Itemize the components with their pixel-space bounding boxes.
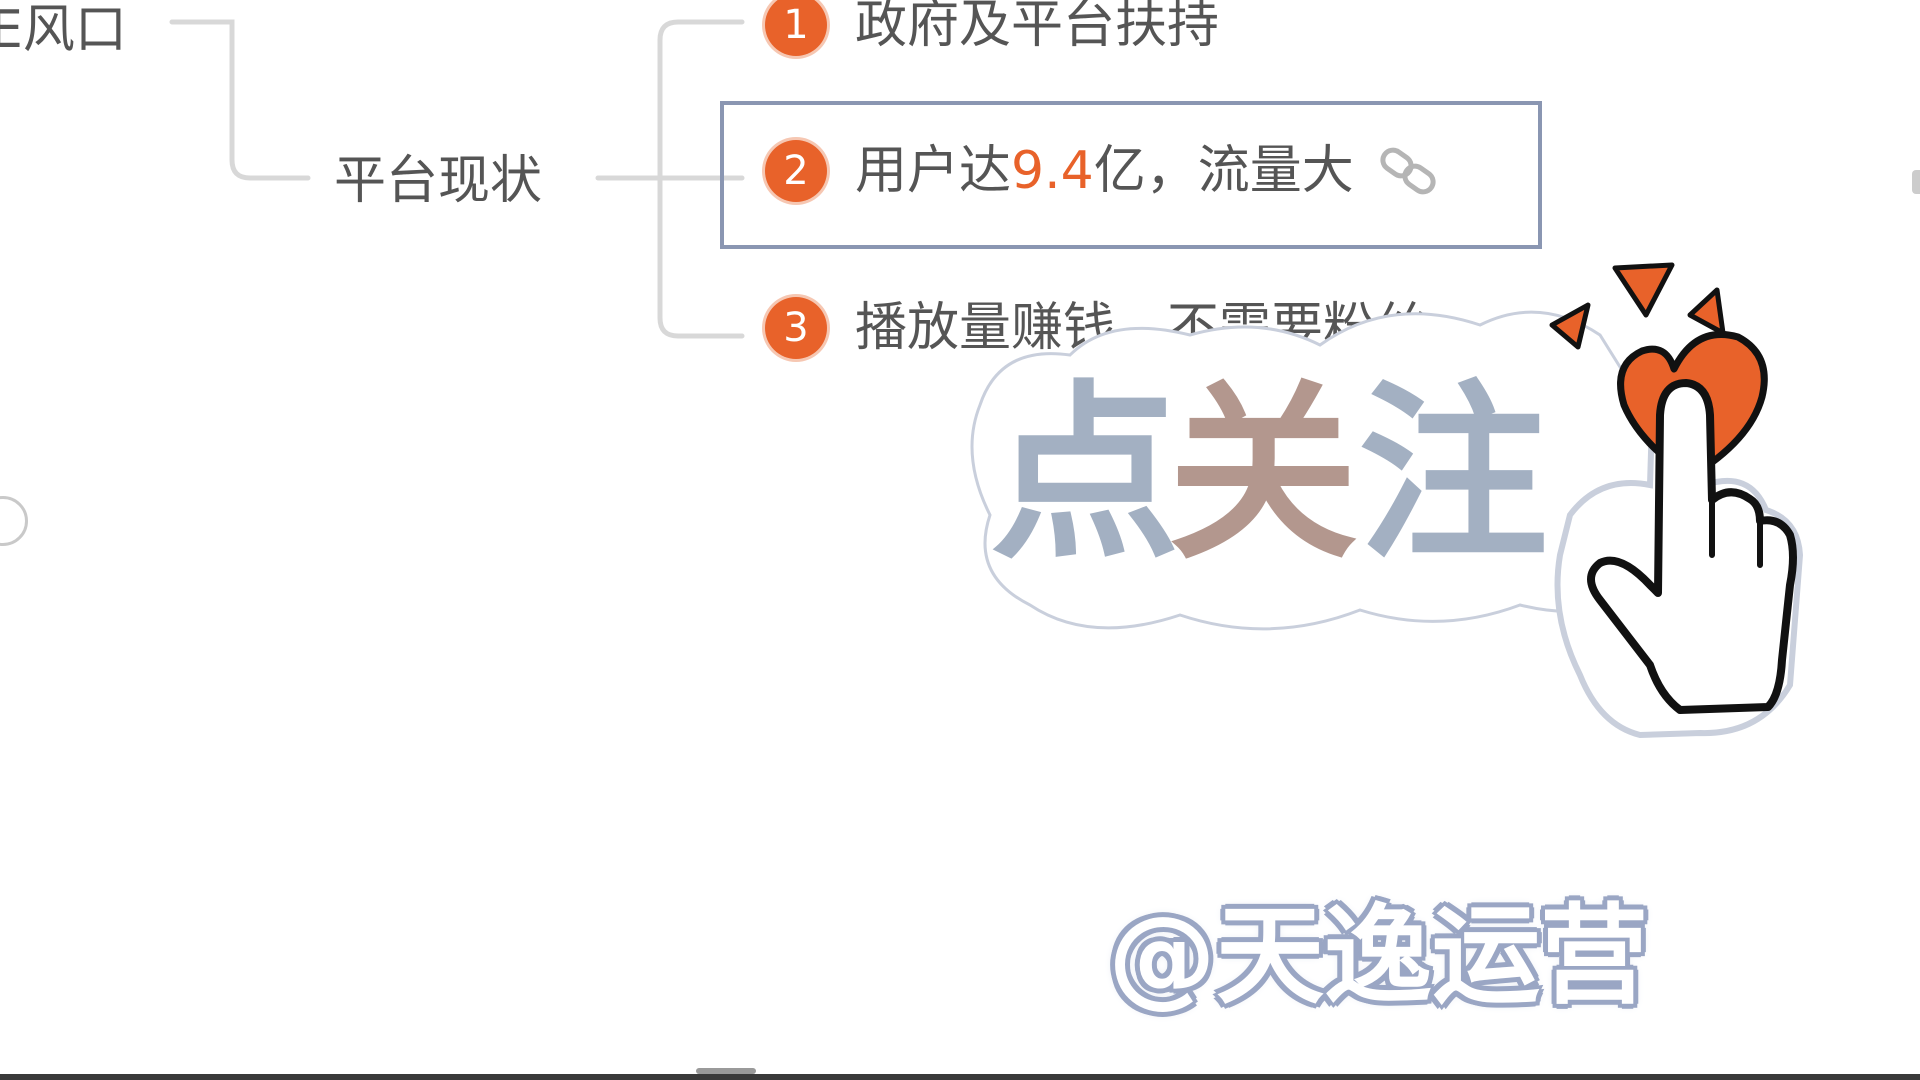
sparkle-mid-icon (1612, 262, 1675, 318)
link-icon[interactable] (1376, 147, 1442, 195)
pointing-hand-icon (1587, 379, 1797, 714)
horizontal-scrollbar-thumb[interactable] (696, 1068, 756, 1074)
sticker-char-zhu: 注 (1358, 364, 1549, 585)
leaf-label-2-after: 亿，流量大 (1093, 141, 1354, 201)
leaf-label-2: 用户达9.4亿，流量大 (855, 145, 1354, 197)
priority-badge-1: 1 (765, 0, 827, 56)
leaf-label-2-before: 用户达 (855, 141, 1012, 201)
leaf-node-1[interactable]: 1 政府及平台扶持 (765, 0, 1219, 56)
leaf-label-2-number: 9.4 (1011, 141, 1094, 201)
sparkle-right-icon (1687, 287, 1726, 336)
leaf-node-2[interactable]: 2 用户达9.4亿，流量大 (765, 140, 1442, 202)
author-watermark: @天逸运营 (1108, 894, 1649, 1019)
sparkle-left-icon (1549, 302, 1591, 350)
right-edge-handle[interactable] (1912, 170, 1920, 194)
selected-node-frame (720, 101, 1542, 249)
sticker-char-dian: 点 (990, 364, 1181, 585)
priority-badge-2: 2 (765, 140, 827, 202)
leaf-label-1: 政府及平台扶持 (855, 0, 1220, 55)
sticker-char-guan: 关 (1168, 364, 1359, 585)
branch-node-platform-status[interactable]: 平台现状 (334, 151, 543, 211)
bottom-taskbar-edge (0, 1074, 1920, 1080)
parent-node-label[interactable]: E风口 (0, 0, 127, 60)
priority-badge-3: 3 (765, 297, 827, 359)
follow-sticker (970, 262, 1804, 739)
